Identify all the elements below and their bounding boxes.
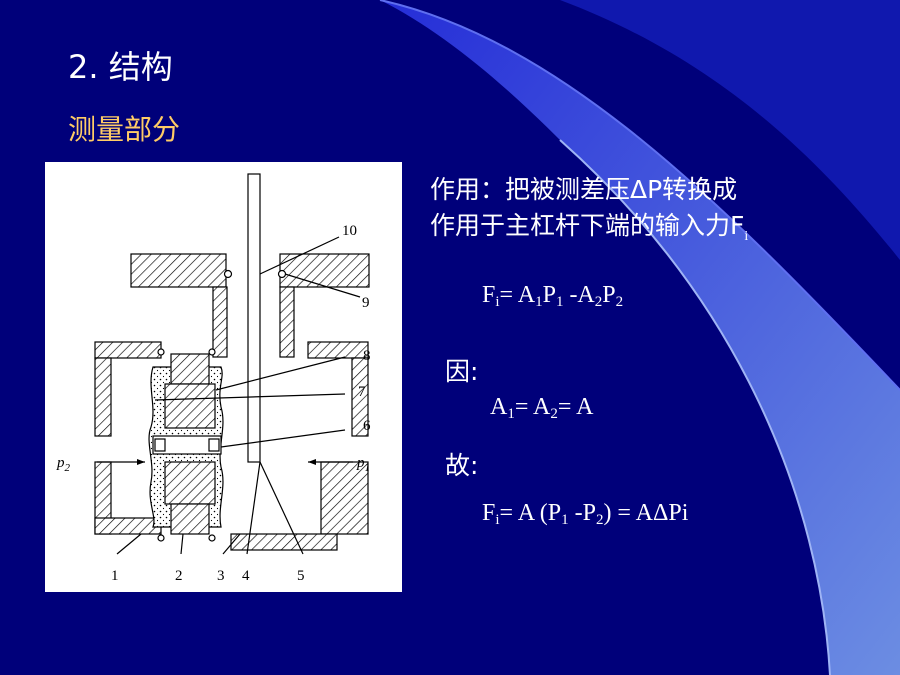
callout-9: 9	[362, 295, 370, 311]
callout-10: 10	[342, 223, 357, 239]
callout-1: 1	[111, 568, 119, 584]
callout-4: 4	[242, 568, 250, 584]
callout-5: 5	[297, 568, 305, 584]
equation-1: Fi= A1P1 -A2P2	[482, 282, 624, 310]
pressure-sensor-diagram: p2 p1 1 2 3 4 5 6 7 8 9 10	[56, 173, 371, 584]
section-subtitle: 测量部分	[68, 113, 181, 146]
pressure-right-label: p1	[356, 455, 370, 474]
diagram-panel: p2 p1 1 2 3 4 5 6 7 8 9 10	[45, 162, 402, 592]
equation-2: A1= A2= A	[490, 394, 594, 422]
description-line-1: 作用：把被测差压ΔP转换成	[430, 175, 738, 204]
callout-8: 8	[363, 348, 371, 364]
equation-3: Fi= A (P1 -P2) = AΔPi	[482, 500, 689, 528]
because-label: 因:	[445, 357, 479, 386]
callout-6: 6	[363, 418, 371, 434]
callout-3: 3	[217, 568, 225, 584]
therefore-label: 故:	[445, 451, 479, 480]
pressure-left-label: p2	[56, 455, 71, 474]
callout-7: 7	[358, 384, 366, 400]
callout-2: 2	[175, 568, 183, 584]
description-line-2: 作用于主杠杆下端的输入力Fi	[430, 211, 749, 244]
slide-title: 2. 结构	[68, 48, 173, 86]
